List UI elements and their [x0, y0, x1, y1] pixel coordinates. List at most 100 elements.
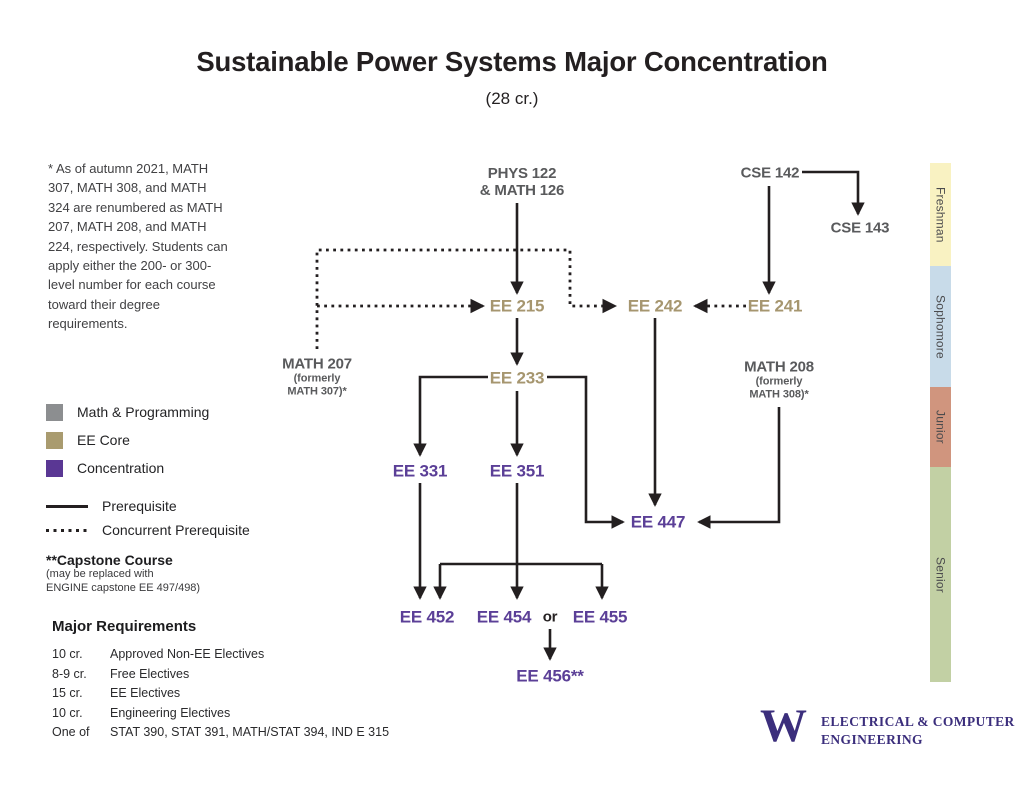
timeline-label: Senior — [933, 556, 948, 593]
node-ee-331: EE 331 — [393, 461, 448, 480]
timeline-segment-junior: Junior — [930, 387, 951, 467]
node-label: EE 215 — [489, 296, 545, 316]
requirement-row: 8-9 cr. Free Electives — [52, 665, 412, 685]
node-label: or — [542, 608, 558, 626]
major-requirements: Major Requirements 10 cr. Approved Non-EE… — [52, 618, 412, 743]
capstone-title: **Capstone Course — [46, 552, 173, 568]
major-requirements-heading: Major Requirements — [52, 618, 197, 635]
major-requirements-rows: 10 cr. Approved Non-EE Electives 8-9 cr. Fr… — [52, 645, 412, 743]
requirement-text: Free Electives — [110, 666, 190, 681]
node-label: EE 233 — [489, 368, 545, 388]
node-cse-142: CSE 142 — [741, 164, 800, 181]
node-ee-454: EE 454 — [477, 607, 532, 626]
node-sublabel: MATH 307)* — [287, 385, 347, 398]
legend-label: EE Core — [77, 432, 130, 448]
node-label: CSE 142 — [740, 164, 800, 182]
capstone-sub-line1: (may be replaced with — [46, 568, 154, 580]
node-label: MATH 208 — [744, 358, 814, 376]
node-cse-143: CSE 143 — [831, 219, 890, 236]
timeline-label: Sophomore — [933, 294, 948, 359]
node-label: EE 351 — [489, 461, 545, 481]
node-label: EE 456** — [516, 666, 584, 686]
legend-item-concurrent-prerequisite: Concurrent Prerequisite — [46, 518, 276, 542]
requirement-credits: One of — [52, 725, 90, 740]
requirement-text: STAT 390, STAT 391, MATH/STAT 394, IND E… — [110, 725, 390, 740]
node-ee-241: EE 241 — [748, 296, 803, 315]
requirement-row: 10 cr. Engineering Electives — [52, 704, 412, 724]
edge-math208-to-ee447 — [697, 407, 781, 529]
legend-item-prerequisite: Prerequisite — [46, 494, 276, 518]
node-sublabel: (formerly — [293, 372, 341, 385]
node-ee-242: EE 242 — [628, 296, 683, 315]
node-ee-351: EE 351 — [490, 461, 545, 480]
node-ee-215: EE 215 — [490, 296, 545, 315]
page-subtitle: (28 cr.) — [485, 89, 539, 108]
legend-label: Prerequisite — [102, 498, 177, 514]
edge-math207-to-ee242 — [315, 248, 618, 349]
legend-label: Concentration — [77, 460, 165, 476]
requirement-row: One of STAT 390, STAT 391, MATH/STAT 394,… — [52, 723, 412, 743]
concurrent-prerequisite-line-sample — [46, 528, 88, 532]
department-name-line2: ENGINEERING — [821, 731, 923, 747]
requirement-credits: 15 cr. — [52, 686, 83, 701]
edge-cse142-to-cse143 — [802, 170, 865, 216]
concentration-swatch — [46, 459, 63, 477]
capstone-sub-line2: ENGINE capstone EE 497/498) — [46, 581, 201, 594]
node-label: PHYS 122 — [487, 164, 557, 182]
timeline-segment-sophomore: Sophomore — [930, 266, 951, 387]
node-label: EE 454 — [476, 607, 532, 627]
node-or: or — [543, 608, 558, 625]
department-name: ELECTRICAL & COMPUTER ENGINEERING — [821, 713, 1015, 748]
requirement-text: Approved Non-EE Electives — [110, 647, 265, 661]
timeline-segment-senior: Senior — [930, 467, 951, 682]
legend-label: Math & Programming — [77, 404, 210, 420]
node-label: EE 331 — [392, 461, 448, 481]
node-ee-452: EE 452 — [400, 607, 455, 626]
node-ee-233: EE 233 — [490, 368, 545, 387]
requirement-row: 10 cr. Approved Non-EE Electives — [52, 645, 412, 665]
node-ee-447: EE 447 — [631, 512, 686, 531]
requirement-credits: 10 cr. — [52, 647, 83, 661]
legend-item-math-programming: Math & Programming — [46, 398, 276, 426]
legend-item-ee-core: EE Core — [46, 426, 276, 454]
math-programming-swatch — [46, 403, 63, 421]
requirement-text: EE Electives — [110, 686, 181, 701]
ee-core-swatch — [46, 431, 63, 449]
prerequisite-line-sample — [46, 504, 88, 508]
node-sublabel: MATH 308)* — [749, 388, 809, 401]
node-sublabel: (formerly — [755, 375, 803, 388]
edge-ee233-to-ee447 — [547, 375, 625, 529]
requirement-text: Engineering Electives — [110, 705, 231, 720]
node-label: EE 455 — [572, 607, 628, 627]
node-label: EE 452 — [399, 607, 455, 627]
legend-item-concentration: Concentration — [46, 454, 276, 482]
capstone-note: **Capstone Course (may be replaced with … — [46, 552, 276, 595]
node-label: EE 447 — [630, 512, 686, 532]
requirement-row: 15 cr. EE Electives — [52, 684, 412, 704]
requirement-credits: 8-9 cr. — [52, 666, 87, 681]
requirement-credits: 10 cr. — [52, 705, 83, 720]
node-label: CSE 143 — [830, 219, 890, 237]
edge-ee233-to-ee331 — [413, 375, 488, 457]
node-ee-455: EE 455 — [573, 607, 628, 626]
node-label: EE 241 — [747, 296, 803, 316]
timeline-label: Junior — [933, 410, 948, 444]
node-phys-122-math-126: PHYS 122& MATH 126 — [479, 164, 565, 199]
node-ee-456: EE 456** — [516, 666, 584, 686]
timeline-label: Freshman — [933, 186, 948, 243]
uw-w-logo: W — [760, 700, 807, 752]
renumbering-note: * As of autumn 2021, MATH 307, MATH 308,… — [48, 161, 228, 332]
node-label: MATH 207 — [282, 355, 352, 373]
node-label: EE 242 — [627, 296, 683, 316]
node-label: & MATH 126 — [479, 182, 565, 199]
page-title: Sustainable Power Systems Major Concentr… — [196, 46, 828, 77]
department-name-line1: ELECTRICAL & COMPUTER — [821, 714, 1015, 729]
